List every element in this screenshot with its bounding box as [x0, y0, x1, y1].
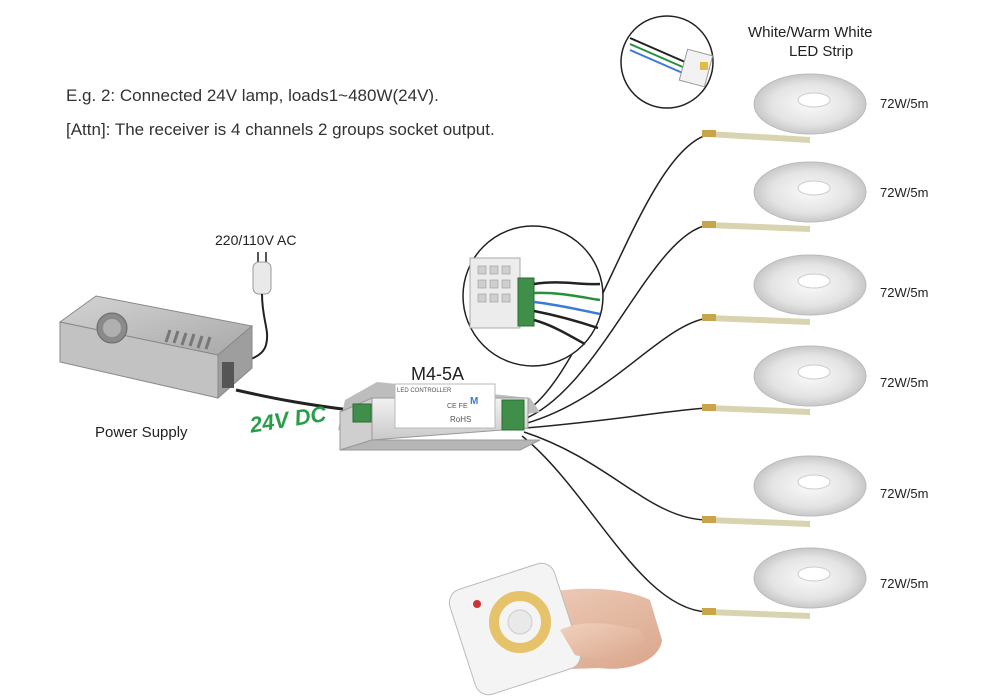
strip-rating-3: 72W/5m	[880, 285, 929, 300]
power-supply	[58, 295, 254, 400]
example-note: E.g. 2: Connected 24V lamp, loads1~480W(…	[66, 86, 439, 105]
receiver-ce-mark: CE FE	[447, 403, 468, 410]
strip-rating-6: 72W/5m	[880, 576, 929, 591]
power-supply-label: Power Supply	[95, 424, 188, 441]
receiver-sticker-title: LED CONTROLLER	[397, 388, 452, 394]
wire-strip-4	[525, 407, 709, 429]
strip-rating-5: 72W/5m	[880, 486, 929, 501]
led-strip-5	[702, 455, 867, 527]
strip-connector-detail	[620, 15, 714, 109]
led-strip-3	[702, 254, 867, 325]
led-strip-1	[702, 73, 867, 143]
wire-strip-5	[523, 431, 709, 521]
led-strip-4	[702, 345, 867, 415]
wire-strip-1	[519, 133, 711, 416]
strip-title-line2: LED Strip	[789, 43, 854, 60]
wire-strip-2	[521, 224, 709, 421]
receiver-model-label: M4-5A	[411, 364, 465, 384]
receiver-rohs-mark: RoHS	[450, 415, 472, 424]
dc-cable	[235, 388, 351, 412]
led-strip-6	[702, 547, 867, 619]
attention-note: [Attn]: The receiver is 4 channels 2 gro…	[66, 120, 495, 139]
terminal-detail	[462, 225, 604, 367]
led-strip-2	[702, 161, 867, 232]
strip-rating-1: 72W/5m	[880, 96, 929, 111]
strip-rating-2: 72W/5m	[880, 185, 929, 200]
wire-strip-3	[523, 317, 709, 425]
output-wires	[519, 133, 711, 613]
receiver-box	[338, 382, 541, 451]
remote-in-hand	[448, 562, 662, 696]
receiver-brand-logo: M	[470, 396, 479, 407]
ac-input-label: 220/110V AC	[215, 232, 297, 248]
strip-title-line1: White/Warm White	[748, 24, 873, 41]
strip-rating-4: 72W/5m	[880, 375, 929, 390]
wire-strip-6	[521, 435, 709, 613]
